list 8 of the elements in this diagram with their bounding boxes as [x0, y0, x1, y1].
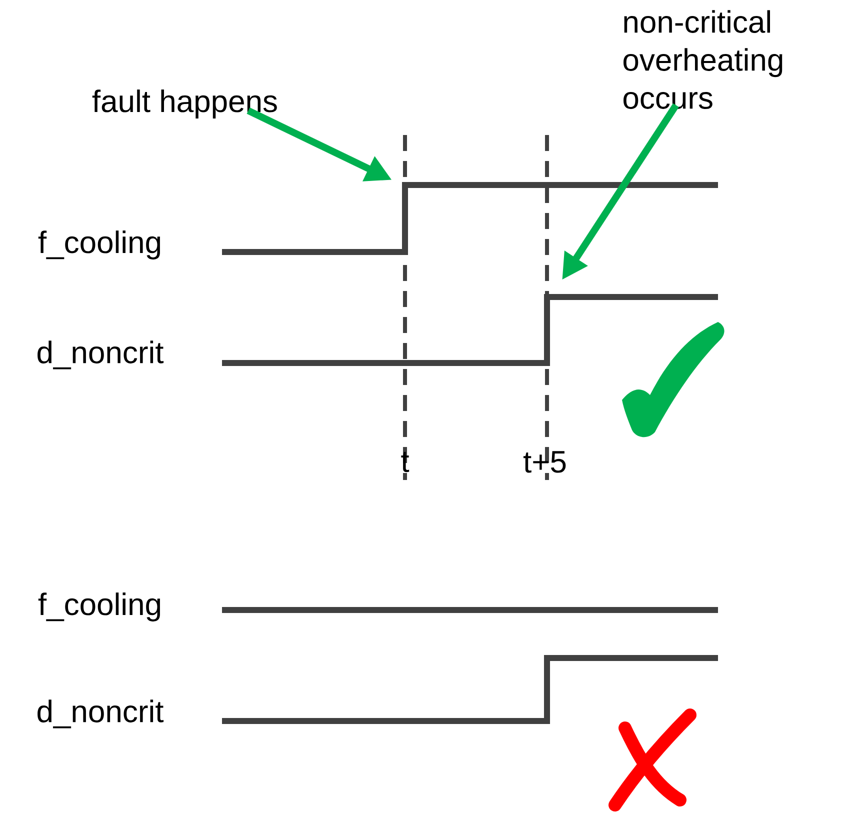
time-label: t: [401, 452, 410, 472]
callout-text: fault happens: [92, 90, 277, 118]
signal-name: f_cooling: [38, 230, 160, 260]
signal-name: f_cooling: [38, 592, 160, 622]
signal-name: d_noncrit: [38, 700, 164, 728]
signal-name: d_noncrit: [38, 340, 164, 370]
time-label: t+5: [524, 451, 566, 473]
callout-text: non-critical overheating occurs: [624, 10, 782, 109]
